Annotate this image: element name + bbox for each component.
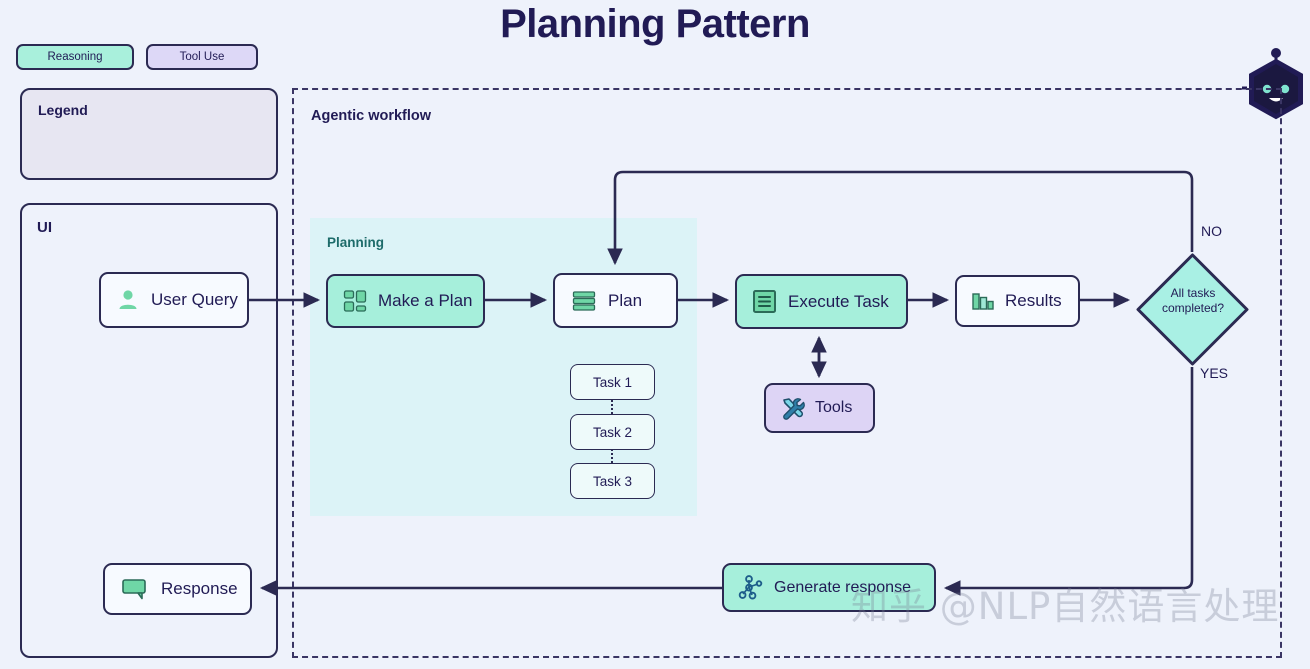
stacked-list-icon <box>571 288 597 314</box>
node-make-a-plan[interactable]: Make a Plan <box>326 274 485 328</box>
watermark: 知乎 @NLP自然语言处理 <box>851 585 1280 628</box>
node-generate-response[interactable]: Generate response <box>722 563 936 612</box>
task-chip: Task 1 <box>570 364 655 400</box>
node-label: Results <box>1005 291 1062 310</box>
task-connector-dots <box>611 449 613 463</box>
node-label: Generate response <box>774 578 911 596</box>
node-user-query[interactable]: User Query <box>99 272 249 328</box>
node-label: Tools <box>815 399 853 416</box>
node-label: User Query <box>151 290 238 309</box>
task-chip: Task 2 <box>570 414 655 450</box>
node-label: Make a Plan <box>378 291 473 310</box>
legend-pill-tool-use: Tool Use <box>146 44 258 70</box>
page-title: Planning Pattern <box>500 2 810 46</box>
legend-pill-reasoning: Reasoning <box>16 44 134 70</box>
node-response[interactable]: Response <box>103 563 252 615</box>
agentic-workflow-title: Agentic workflow <box>311 108 432 124</box>
branch-label-no: NO <box>1201 223 1222 239</box>
document-lines-icon <box>751 288 778 315</box>
wrench-screwdriver-icon <box>779 395 806 422</box>
ui-panel: UI <box>20 203 278 658</box>
node-execute-task[interactable]: Execute Task <box>735 274 908 329</box>
node-label: Execute Task <box>788 291 889 311</box>
legend-title: Legend <box>38 102 88 118</box>
chat-bubble-icon <box>121 577 149 601</box>
task-chip: Task 3 <box>570 463 655 499</box>
node-tools[interactable]: Tools <box>764 383 875 433</box>
planning-title: Planning <box>327 235 384 250</box>
node-plan[interactable]: Plan <box>553 273 678 328</box>
legend-box: Legend <box>20 88 278 180</box>
ui-panel-title: UI <box>37 219 52 236</box>
layout-grid-icon <box>342 288 368 314</box>
task-connector-dots <box>611 400 613 414</box>
user-icon <box>115 287 141 313</box>
decision-label: All tasks completed? <box>1161 286 1225 315</box>
node-label: Plan <box>608 290 643 310</box>
agentic-workflow-panel <box>292 88 1282 658</box>
node-label: Response <box>161 579 238 598</box>
node-graph-icon <box>737 574 765 602</box>
branch-label-yes: YES <box>1200 365 1229 381</box>
decision-diamond <box>1135 252 1250 367</box>
bar-chart-icon <box>970 288 996 314</box>
node-results[interactable]: Results <box>955 275 1080 327</box>
